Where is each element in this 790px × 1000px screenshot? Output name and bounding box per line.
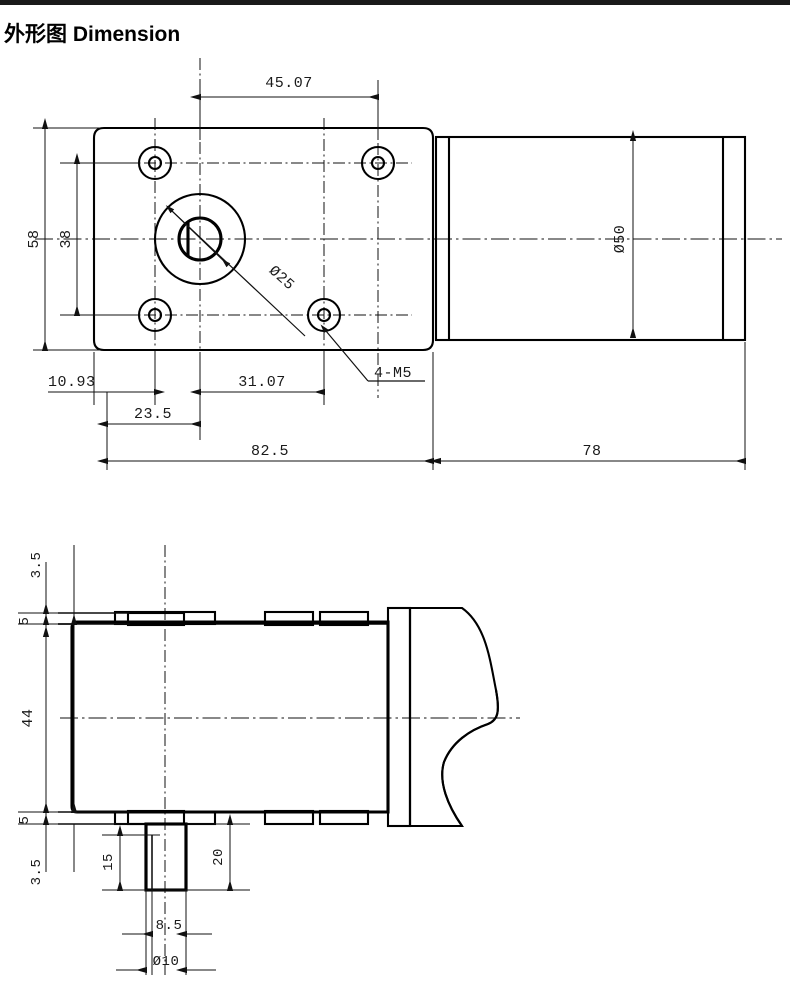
- dim-label-78: 78: [582, 443, 601, 460]
- motor-body-front: [434, 135, 747, 342]
- center-hub: [153, 192, 247, 286]
- side-view-centerlines: [60, 545, 520, 975]
- dim-hole-pitch-vertical: 38: [58, 153, 140, 316]
- motor-body-side: [386, 606, 499, 828]
- side-view-group: 3.5 5 44 5 3.5 15: [17, 545, 520, 975]
- side-dims-shaft-vertical: 15 20: [101, 814, 250, 891]
- dim-label-82-5: 82.5: [251, 443, 289, 460]
- dim-label-top-5: 5: [17, 617, 33, 626]
- front-view-centerlines: [35, 58, 782, 400]
- gearbox-faceplate: [92, 126, 435, 352]
- dim-label-bot-3-5: 3.5: [29, 859, 45, 886]
- top-divider-bar: [0, 0, 790, 5]
- dim-bottom-row-2: 23.5: [97, 392, 201, 432]
- dim-label-15: 15: [101, 853, 117, 871]
- dim-label-45-07: 45.07: [265, 75, 313, 92]
- dim-label-top-3-5: 3.5: [29, 552, 45, 579]
- dim-label-8-5: 8.5: [156, 918, 183, 934]
- mounting-hole-top-right: [360, 145, 396, 181]
- dim-label-58: 58: [26, 229, 43, 248]
- dim-label-23-5: 23.5: [134, 406, 172, 423]
- dim-center-bore-diameter: Ø25: [165, 205, 306, 337]
- dim-label-bot-5: 5: [17, 816, 33, 825]
- dim-plate-height: 58: [26, 118, 100, 351]
- side-dims-left-stack: 3.5 5 44 5 3.5: [17, 545, 130, 885]
- page-title: 外形图 Dimension: [4, 23, 181, 46]
- dim-label-38: 38: [58, 229, 75, 248]
- front-view-group: 45.07 58 38 Ø50 Ø25: [26, 58, 782, 470]
- dim-label-d25: Ø25: [265, 263, 298, 295]
- dim-hole-pitch-horizontal: 45.07: [190, 75, 379, 140]
- dim-label-d10: Ø10: [153, 954, 180, 970]
- dim-bottom-row-3: 82.5 78: [97, 342, 746, 470]
- dim-motor-diameter: Ø50: [612, 130, 637, 338]
- dim-label-31-07: 31.07: [238, 374, 286, 391]
- dim-bottom-row-1: 10.93 31.07: [48, 352, 325, 440]
- dim-label-20: 20: [211, 848, 227, 866]
- callout-4-m5: 4-M5: [320, 324, 425, 382]
- dim-label-10-93: 10.93: [48, 374, 96, 391]
- callout-label-4-m5: 4-M5: [374, 365, 412, 382]
- side-dims-shaft-horizontal: 8.5 Ø10: [116, 860, 216, 975]
- dim-label-44: 44: [20, 708, 37, 727]
- gearbox-body-side: [70, 620, 390, 814]
- dim-label-d50: Ø50: [612, 225, 629, 254]
